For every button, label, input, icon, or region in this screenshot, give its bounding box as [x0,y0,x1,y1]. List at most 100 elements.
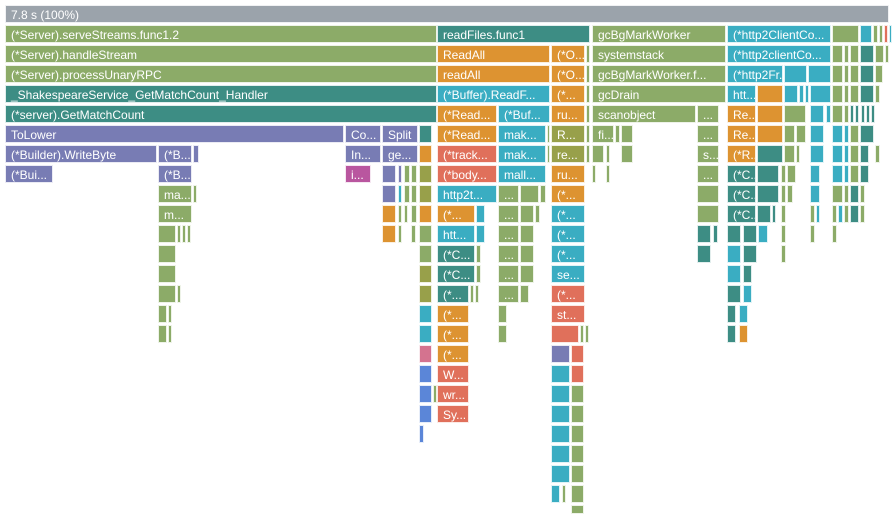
flame-frame-unlabeled[interactable] [540,185,546,203]
flame-frame-unlabeled[interactable] [860,165,869,183]
flame-frame[interactable]: s... [697,145,719,163]
flame-frame-unlabeled[interactable] [520,185,539,203]
flame-frame-unlabeled[interactable] [571,425,584,443]
flame-frame[interactable]: Re... [727,125,756,143]
flame-frame-unlabeled[interactable] [787,185,793,203]
flame-frame-unlabeled[interactable] [498,325,507,343]
flame-frame-unlabeled[interactable] [875,65,883,83]
flame-frame-unlabeled[interactable] [784,145,795,163]
flame-frame-unlabeled[interactable] [787,165,796,183]
flame-frame[interactable]: (*R... [727,145,756,163]
flame-frame-unlabeled[interactable] [158,325,167,343]
flame-frame[interactable]: (*Buffer).ReadF... [437,85,550,103]
flame-frame-unlabeled[interactable] [781,185,786,203]
flame-frame-unlabeled[interactable] [571,485,584,503]
flame-frame-unlabeled[interactable] [810,165,820,183]
flame-frame-unlabeled[interactable] [844,165,849,183]
flame-frame-unlabeled[interactable] [884,25,888,43]
flame-frame-unlabeled[interactable] [398,225,402,243]
flame-frame[interactable]: (*B... [158,165,192,183]
flame-frame-unlabeled[interactable] [498,305,507,323]
flame-frame[interactable]: (*Read... [437,105,497,123]
flame-frame-unlabeled[interactable] [860,145,869,163]
flame-frame-unlabeled[interactable] [419,325,432,343]
flame-frame-unlabeled[interactable] [757,125,783,143]
flame-frame-unlabeled[interactable] [850,105,854,123]
flame-frame-unlabeled[interactable] [860,185,865,203]
flame-frame-unlabeled[interactable] [796,125,806,143]
flame-frame[interactable]: (*C... [727,165,756,183]
flame-frame-unlabeled[interactable] [562,485,566,503]
flame-frame[interactable]: (*... [551,285,585,303]
flame-frame-unlabeled[interactable] [476,205,485,223]
flame-frame-unlabeled[interactable] [781,245,786,263]
flame-frame-unlabeled[interactable] [757,165,779,183]
flame-frame-unlabeled[interactable] [844,105,849,123]
flame-frame[interactable]: (*C... [727,185,756,203]
flame-frame-unlabeled[interactable] [832,25,859,43]
flame-frame-unlabeled[interactable] [592,145,604,163]
flame-frame-unlabeled[interactable] [571,505,584,514]
flame-frame[interactable]: (*track... [437,145,497,163]
flame-frame-unlabeled[interactable] [520,285,529,303]
flame-frame[interactable]: Sy... [437,405,469,423]
flame-frame-unlabeled[interactable] [832,105,843,123]
flame-frame-unlabeled[interactable] [571,385,584,403]
flame-frame-unlabeled[interactable] [697,185,719,203]
flame-frame-unlabeled[interactable] [411,205,417,223]
flame-frame[interactable]: ... [498,185,519,203]
flame-frame[interactable]: systemstack [592,45,726,63]
flame-frame-unlabeled[interactable] [832,165,843,183]
flame-frame-unlabeled[interactable] [476,245,481,263]
flame-frame-unlabeled[interactable] [810,125,824,143]
flame-frame-unlabeled[interactable] [476,265,481,283]
flame-frame-unlabeled[interactable] [844,125,849,143]
flame-frame-unlabeled[interactable] [727,325,736,343]
flame-frame[interactable]: Re... [727,105,756,123]
flame-frame-unlabeled[interactable] [621,145,633,163]
flame-frame[interactable]: ... [697,165,719,183]
flame-frame-unlabeled[interactable] [784,125,795,143]
flame-frame-unlabeled[interactable] [551,405,570,423]
flame-frame-unlabeled[interactable] [860,205,865,223]
flame-frame-unlabeled[interactable] [404,165,410,183]
flame-frame[interactable]: (*Server).handleStream [5,45,437,63]
flame-frame-unlabeled[interactable] [713,225,718,243]
flame-frame[interactable]: Co... [345,125,381,143]
flame-frame[interactable]: re... [551,145,585,163]
flame-frame-unlabeled[interactable] [850,125,859,143]
flame-frame-unlabeled[interactable] [743,225,757,243]
flame-frame-unlabeled[interactable] [826,105,831,123]
flame-frame[interactable]: gcBgMarkWorker [592,25,726,43]
flame-frame-unlabeled[interactable] [419,425,424,443]
flame-frame-unlabeled[interactable] [727,285,741,303]
flame-frame[interactable]: mak... [498,145,546,163]
flame-frame-unlabeled[interactable] [585,325,589,343]
flame-frame-unlabeled[interactable] [784,65,807,83]
flame-frame[interactable]: (*Server).processUnaryRPC [5,65,437,83]
flame-frame[interactable]: ... [498,265,519,283]
flame-frame-unlabeled[interactable] [419,185,432,203]
flame-frame-unlabeled[interactable] [382,165,396,183]
flame-frame-unlabeled[interactable] [799,85,804,103]
flame-frame-unlabeled[interactable] [551,325,579,343]
flame-frame-unlabeled[interactable] [419,225,432,243]
flame-frame[interactable]: W... [437,365,469,383]
flame-frame-unlabeled[interactable] [547,145,550,163]
flame-frame-unlabeled[interactable] [875,85,880,103]
flame-frame-unlabeled[interactable] [193,185,197,203]
flame-frame[interactable]: fi... [592,125,614,143]
flame-frame-unlabeled[interactable] [757,85,783,103]
flame-frame-unlabeled[interactable] [419,125,432,143]
flame-frame-unlabeled[interactable] [808,65,831,83]
flame-frame[interactable]: (*... [437,345,469,363]
flame-frame-unlabeled[interactable] [404,205,408,223]
flame-frame-unlabeled[interactable] [885,45,889,63]
flame-frame[interactable]: ... [498,285,519,303]
flame-frame-unlabeled[interactable] [398,205,402,223]
flame-frame-unlabeled[interactable] [182,225,186,243]
flame-frame-unlabeled[interactable] [592,165,596,183]
flame-frame[interactable]: m... [158,205,192,223]
flame-frame-unlabeled[interactable] [697,225,711,243]
flame-frame-unlabeled[interactable] [757,185,779,203]
